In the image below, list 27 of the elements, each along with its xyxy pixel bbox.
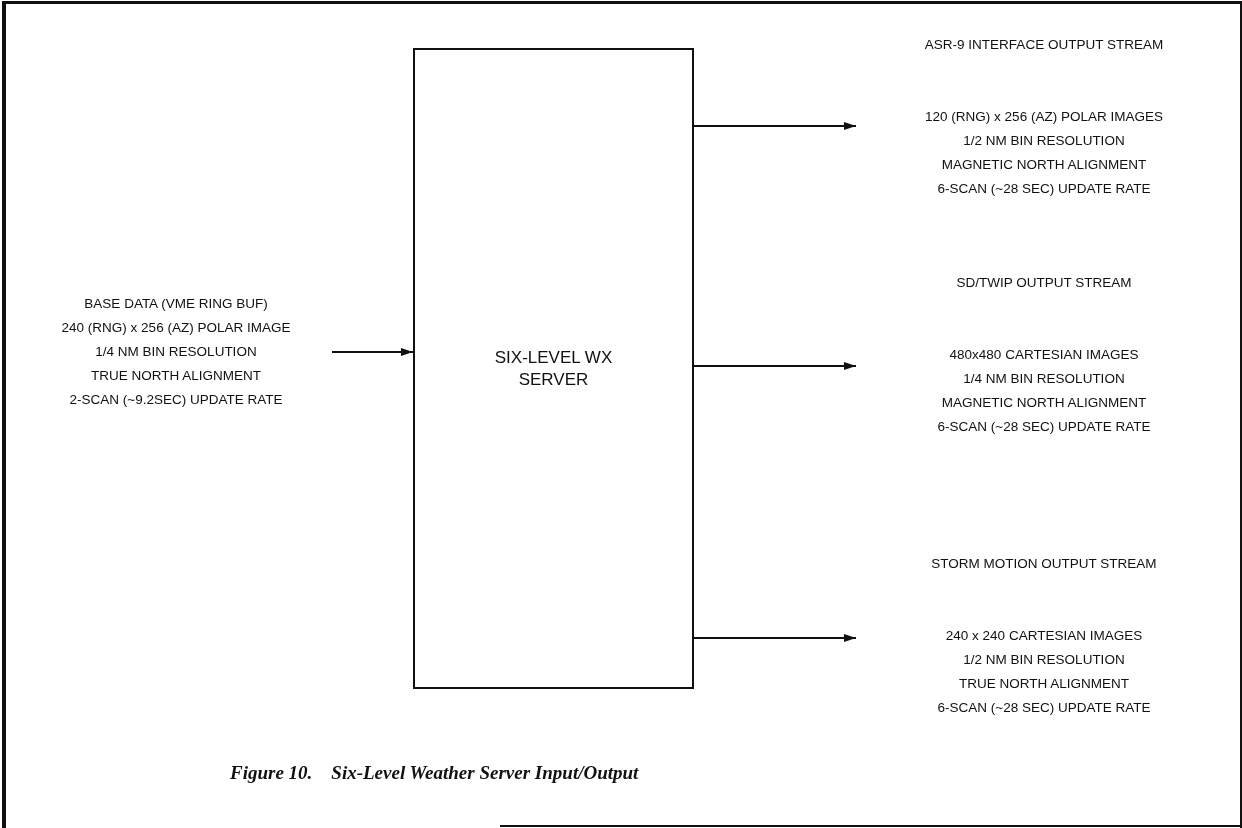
spec-line: 1/4 NM BIN RESOLUTION: [95, 343, 257, 361]
spec-line: MAGNETIC NORTH ALIGNMENT: [941, 156, 1147, 174]
stream-heading: STORM MOTION OUTPUT STREAM: [931, 555, 1157, 573]
spec-line: 6-SCAN (~28 SEC) UPDATE RATE: [937, 180, 1151, 198]
spec-line: 480x480 CARTESIAN IMAGES: [949, 346, 1139, 364]
arrow: [693, 362, 857, 370]
spec-line: TRUE NORTH ALIGNMENT: [959, 675, 1129, 693]
spec-line: TRUE NORTH ALIGNMENT: [91, 367, 261, 385]
spec-line: 1/2 NM BIN RESOLUTION: [963, 132, 1125, 150]
stream-heading: SD/TWIP OUTPUT STREAM: [956, 274, 1132, 292]
box-label: SIX-LEVEL WX SERVER: [493, 346, 614, 391]
arrow: [331, 348, 414, 356]
arrow: [693, 122, 857, 130]
spec-line: MAGNETIC NORTH ALIGNMENT: [941, 394, 1147, 412]
arrow: [693, 634, 857, 642]
spec-line: 6-SCAN (~28 SEC) UPDATE RATE: [937, 418, 1151, 436]
spec-line: 1/2 NM BIN RESOLUTION: [963, 651, 1125, 669]
stream-heading: ASR-9 INTERFACE OUTPUT STREAM: [924, 36, 1164, 54]
figure-caption: Figure 10. Six-Level Weather Server Input/Output: [230, 762, 639, 784]
server-box: [413, 48, 694, 689]
spec-line: 120 (RNG) x 256 (AZ) POLAR IMAGES: [925, 108, 1163, 126]
spec-line: 6-SCAN (~28 SEC) UPDATE RATE: [937, 699, 1151, 717]
spec-line: 240 (RNG) x 256 (AZ) POLAR IMAGE: [61, 319, 291, 337]
spec-line: 240 x 240 CARTESIAN IMAGES: [945, 627, 1143, 645]
spec-line: BASE DATA (VME RING BUF): [84, 295, 268, 313]
spec-line: 1/4 NM BIN RESOLUTION: [963, 370, 1125, 388]
spec-line: 2-SCAN (~9.2SEC) UPDATE RATE: [69, 391, 283, 409]
